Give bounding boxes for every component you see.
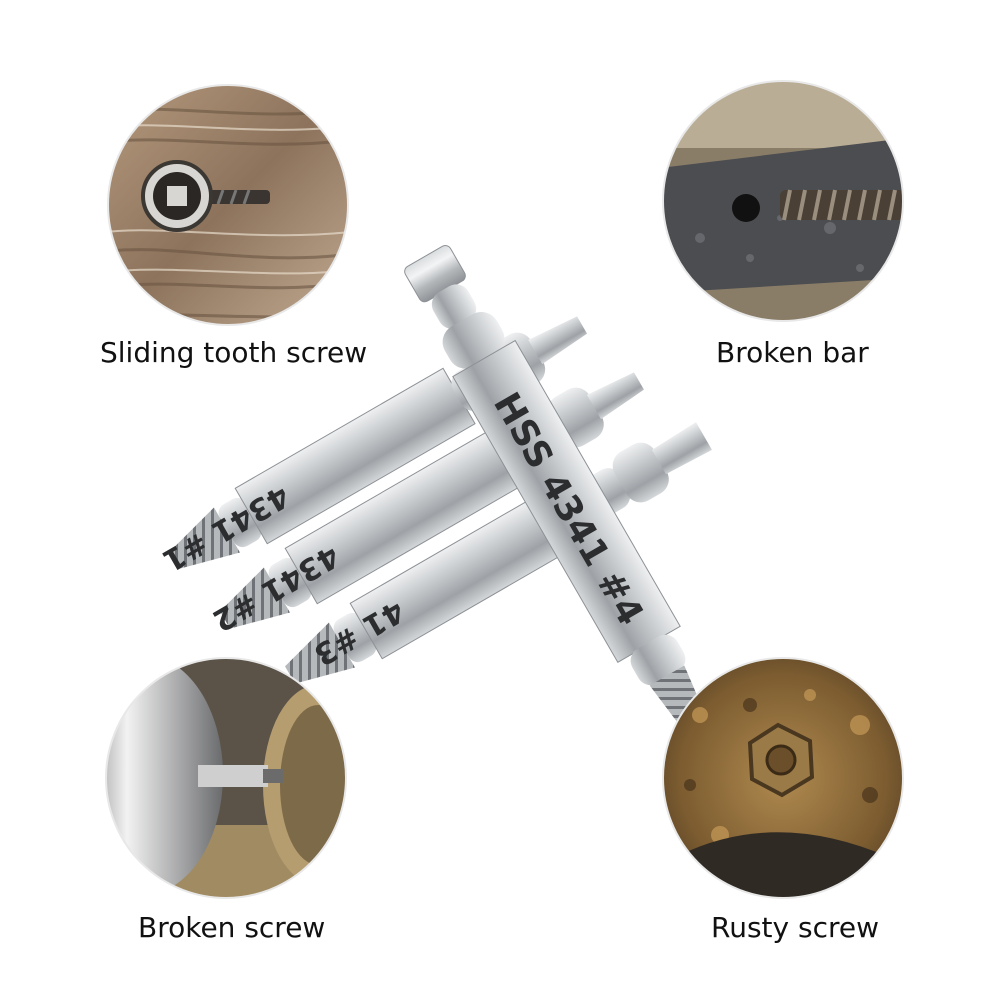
label-sliding-tooth-screw: Sliding tooth screw xyxy=(100,336,368,369)
label-broken-screw: Broken screw xyxy=(138,911,326,944)
broken-screw-photo xyxy=(103,655,349,901)
rusty-screw-photo xyxy=(660,655,906,901)
label-broken-bar: Broken bar xyxy=(716,336,869,369)
label-rusty-screw: Rusty screw xyxy=(711,911,879,944)
broken-bar-photo xyxy=(660,78,906,324)
sliding-tooth-screw-photo xyxy=(105,82,351,328)
